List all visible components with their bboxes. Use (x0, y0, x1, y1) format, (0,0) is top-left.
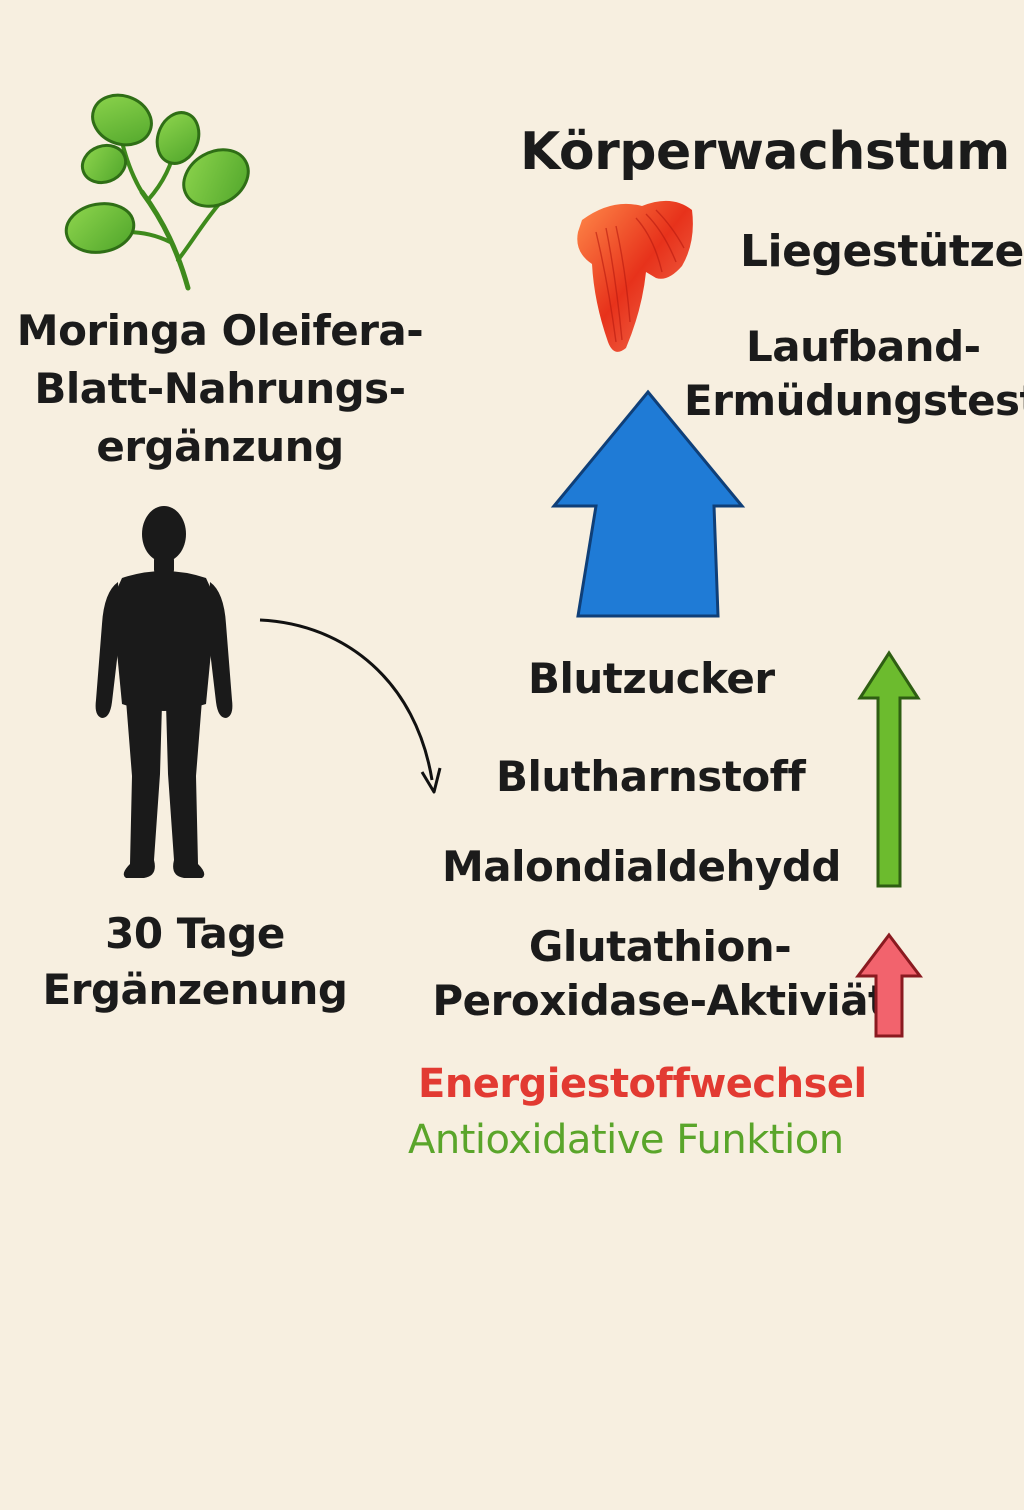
malondialdehyde-label: Malondialdehydd (442, 842, 841, 891)
gpx-line2: Peroxidase-Aktiviät (432, 976, 888, 1025)
duration-label: 30 Tage Ergänzenung (20, 906, 370, 1018)
supplement-title-line2: Blatt-Nahrungs- (34, 364, 406, 413)
moringa-leaf-icon (64, 93, 250, 291)
gpx-activity-label: Glutathion- Peroxidase-Aktiviät (430, 920, 890, 1028)
blue-up-arrow-icon (550, 389, 746, 618)
treadmill-line2: Ermüdungstests (684, 376, 1024, 425)
supplement-title-line1: Moringa Oleifera- (16, 306, 424, 355)
duration-line1: 30 Tage (105, 909, 285, 958)
gpx-line1: Glutathion- (528, 922, 792, 971)
treadmill-line1: Laufband- (746, 322, 981, 371)
person-silhouette-icon (95, 506, 233, 878)
supplement-title-line3: ergänzung (96, 422, 344, 471)
legend-energy-metabolism: Energiestoffwechsel (418, 1061, 867, 1107)
body-growth-label: Körperwachstum (520, 122, 1010, 182)
green-up-arrow-icon (857, 650, 921, 888)
treadmill-label: Laufband- Ermüdungstests (684, 320, 1024, 428)
red-up-arrow-icon (854, 932, 924, 1038)
pushups-label: Liegestütze (740, 226, 1024, 277)
legend-antioxidant-function: Antioxidative Funktion (408, 1117, 844, 1163)
blood-urea-label: Blutharnstoff (496, 752, 806, 801)
supplement-title: Moringa Oleifera- Blatt-Nahrungs- ergänz… (10, 302, 430, 476)
muscle-icon (577, 200, 693, 352)
curved-arrow-icon (259, 618, 442, 794)
duration-line2: Ergänzenung (42, 965, 348, 1014)
blood-sugar-label: Blutzucker (528, 654, 775, 703)
